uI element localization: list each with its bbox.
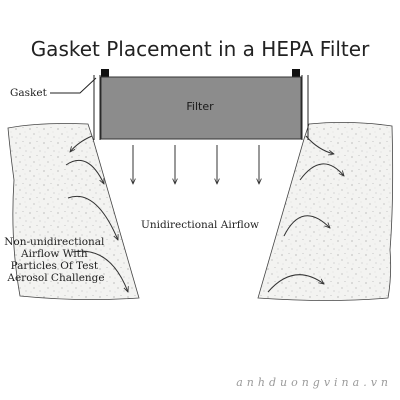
right-wall (257, 122, 394, 301)
unidirectional-airflow-label: Unidirectional Airflow (141, 219, 259, 231)
right-turbulence-arrow-3 (283, 215, 330, 237)
left-turbulence-arrow-4 (71, 250, 128, 292)
filter-body (100, 76, 302, 140)
right-turbulence-arrow-4 (267, 274, 324, 293)
nonuni-line-1: Non-unidirectional (4, 236, 105, 248)
right-turbulence-arrow-2 (299, 163, 344, 181)
right-turbulence-arrow-1 (305, 135, 334, 154)
left-wall (7, 123, 140, 300)
gasket-right (292, 69, 300, 77)
gasket-left (101, 69, 109, 77)
left-turbulence-arrow-2 (65, 160, 105, 184)
left-turbulence-arrow-3 (67, 196, 118, 240)
nonuni-line-3: Particles Of Test (11, 260, 99, 272)
gasket-label: Gasket (10, 87, 48, 99)
filter-label: Filter (186, 100, 214, 113)
watermark-text: anhduongvina.vn (236, 376, 392, 389)
gasket-leader-line (50, 77, 97, 94)
nonunidirectional-label: Non-unidirectional Airflow With Particle… (4, 236, 108, 284)
diagram-title: Gasket Placement in a HEPA Filter (31, 37, 370, 61)
nonuni-line-2: Airflow With (20, 248, 88, 260)
left-turbulence-arrow-1 (70, 135, 93, 152)
nonuni-line-4: Aerosol Challenge (6, 272, 104, 284)
